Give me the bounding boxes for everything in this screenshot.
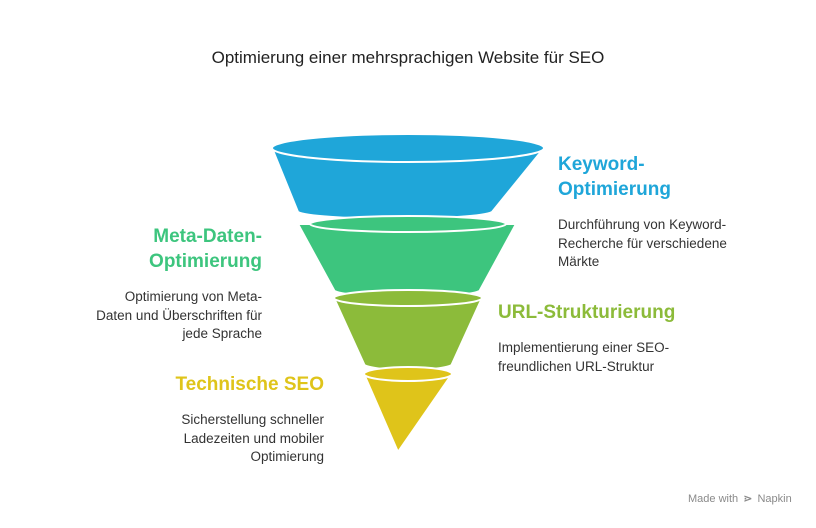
stage-meta-block: Meta-Daten- Optimierung Optimierung von … <box>40 224 262 344</box>
stage-keyword-heading: Keyword- Optimierung <box>558 152 798 202</box>
desc-line: Optimierung <box>250 449 324 464</box>
stage-url-description: Implementierung einer SEO- freundlichen … <box>498 339 778 376</box>
desc-line: Implementierung einer SEO- <box>498 340 670 355</box>
stage-technical-heading: Technische SEO <box>175 374 324 395</box>
desc-line: Optimierung von Meta- <box>124 289 262 304</box>
funnel-stage-meta <box>296 215 518 298</box>
stage-meta-heading: Meta-Daten- Optimierung <box>40 224 262 274</box>
stage-keyword-block: Keyword- Optimierung Durchführung von Ke… <box>558 152 798 272</box>
funnel-stage-technical <box>362 366 454 455</box>
napkin-brand-label: Napkin <box>757 493 792 505</box>
desc-line: freundlichen URL-Struktur <box>498 358 655 374</box>
desc-line: Daten und Überschriften für <box>96 307 262 323</box>
stage-meta-heading-line2: Optimierung <box>149 251 262 272</box>
stage-url-heading: URL-Strukturierung <box>498 302 676 323</box>
stage-url-block: URL-Strukturierung Implementierung einer… <box>498 300 778 376</box>
desc-line: Sicherstellung schneller <box>181 412 324 427</box>
stage-keyword-description: Durchführung von Keyword- Recherche für … <box>558 216 798 272</box>
desc-line: Ladezeiten und mobiler <box>183 430 324 446</box>
stage-meta-description: Optimierung von Meta- Daten und Überschr… <box>40 288 262 344</box>
footer-attribution: Made with ⋗ Napkin <box>688 492 792 505</box>
desc-line: Märkte <box>558 254 600 269</box>
page-title: Optimierung einer mehrsprachigen Website… <box>211 48 605 67</box>
stage-keyword-heading-line2: Optimierung <box>558 179 671 200</box>
desc-line: Recherche für verschiedene <box>558 235 727 251</box>
stage-technical-description: Sicherstellung schneller Ladezeiten und … <box>60 411 324 467</box>
funnel-stage-url <box>332 289 484 371</box>
stage-keyword-heading-line1: Keyword- <box>558 154 645 175</box>
made-with-label: Made with <box>688 493 739 505</box>
stage-meta-heading-line1: Meta-Daten- <box>153 226 262 247</box>
funnel-stage-keyword <box>270 133 547 220</box>
napkin-logo-icon: ⋗ <box>743 493 753 505</box>
desc-line: jede Sprache <box>182 326 262 341</box>
stage-technical-block: Technische SEO Sicherstellung schneller … <box>60 372 324 467</box>
desc-line: Durchführung von Keyword- <box>558 217 727 232</box>
